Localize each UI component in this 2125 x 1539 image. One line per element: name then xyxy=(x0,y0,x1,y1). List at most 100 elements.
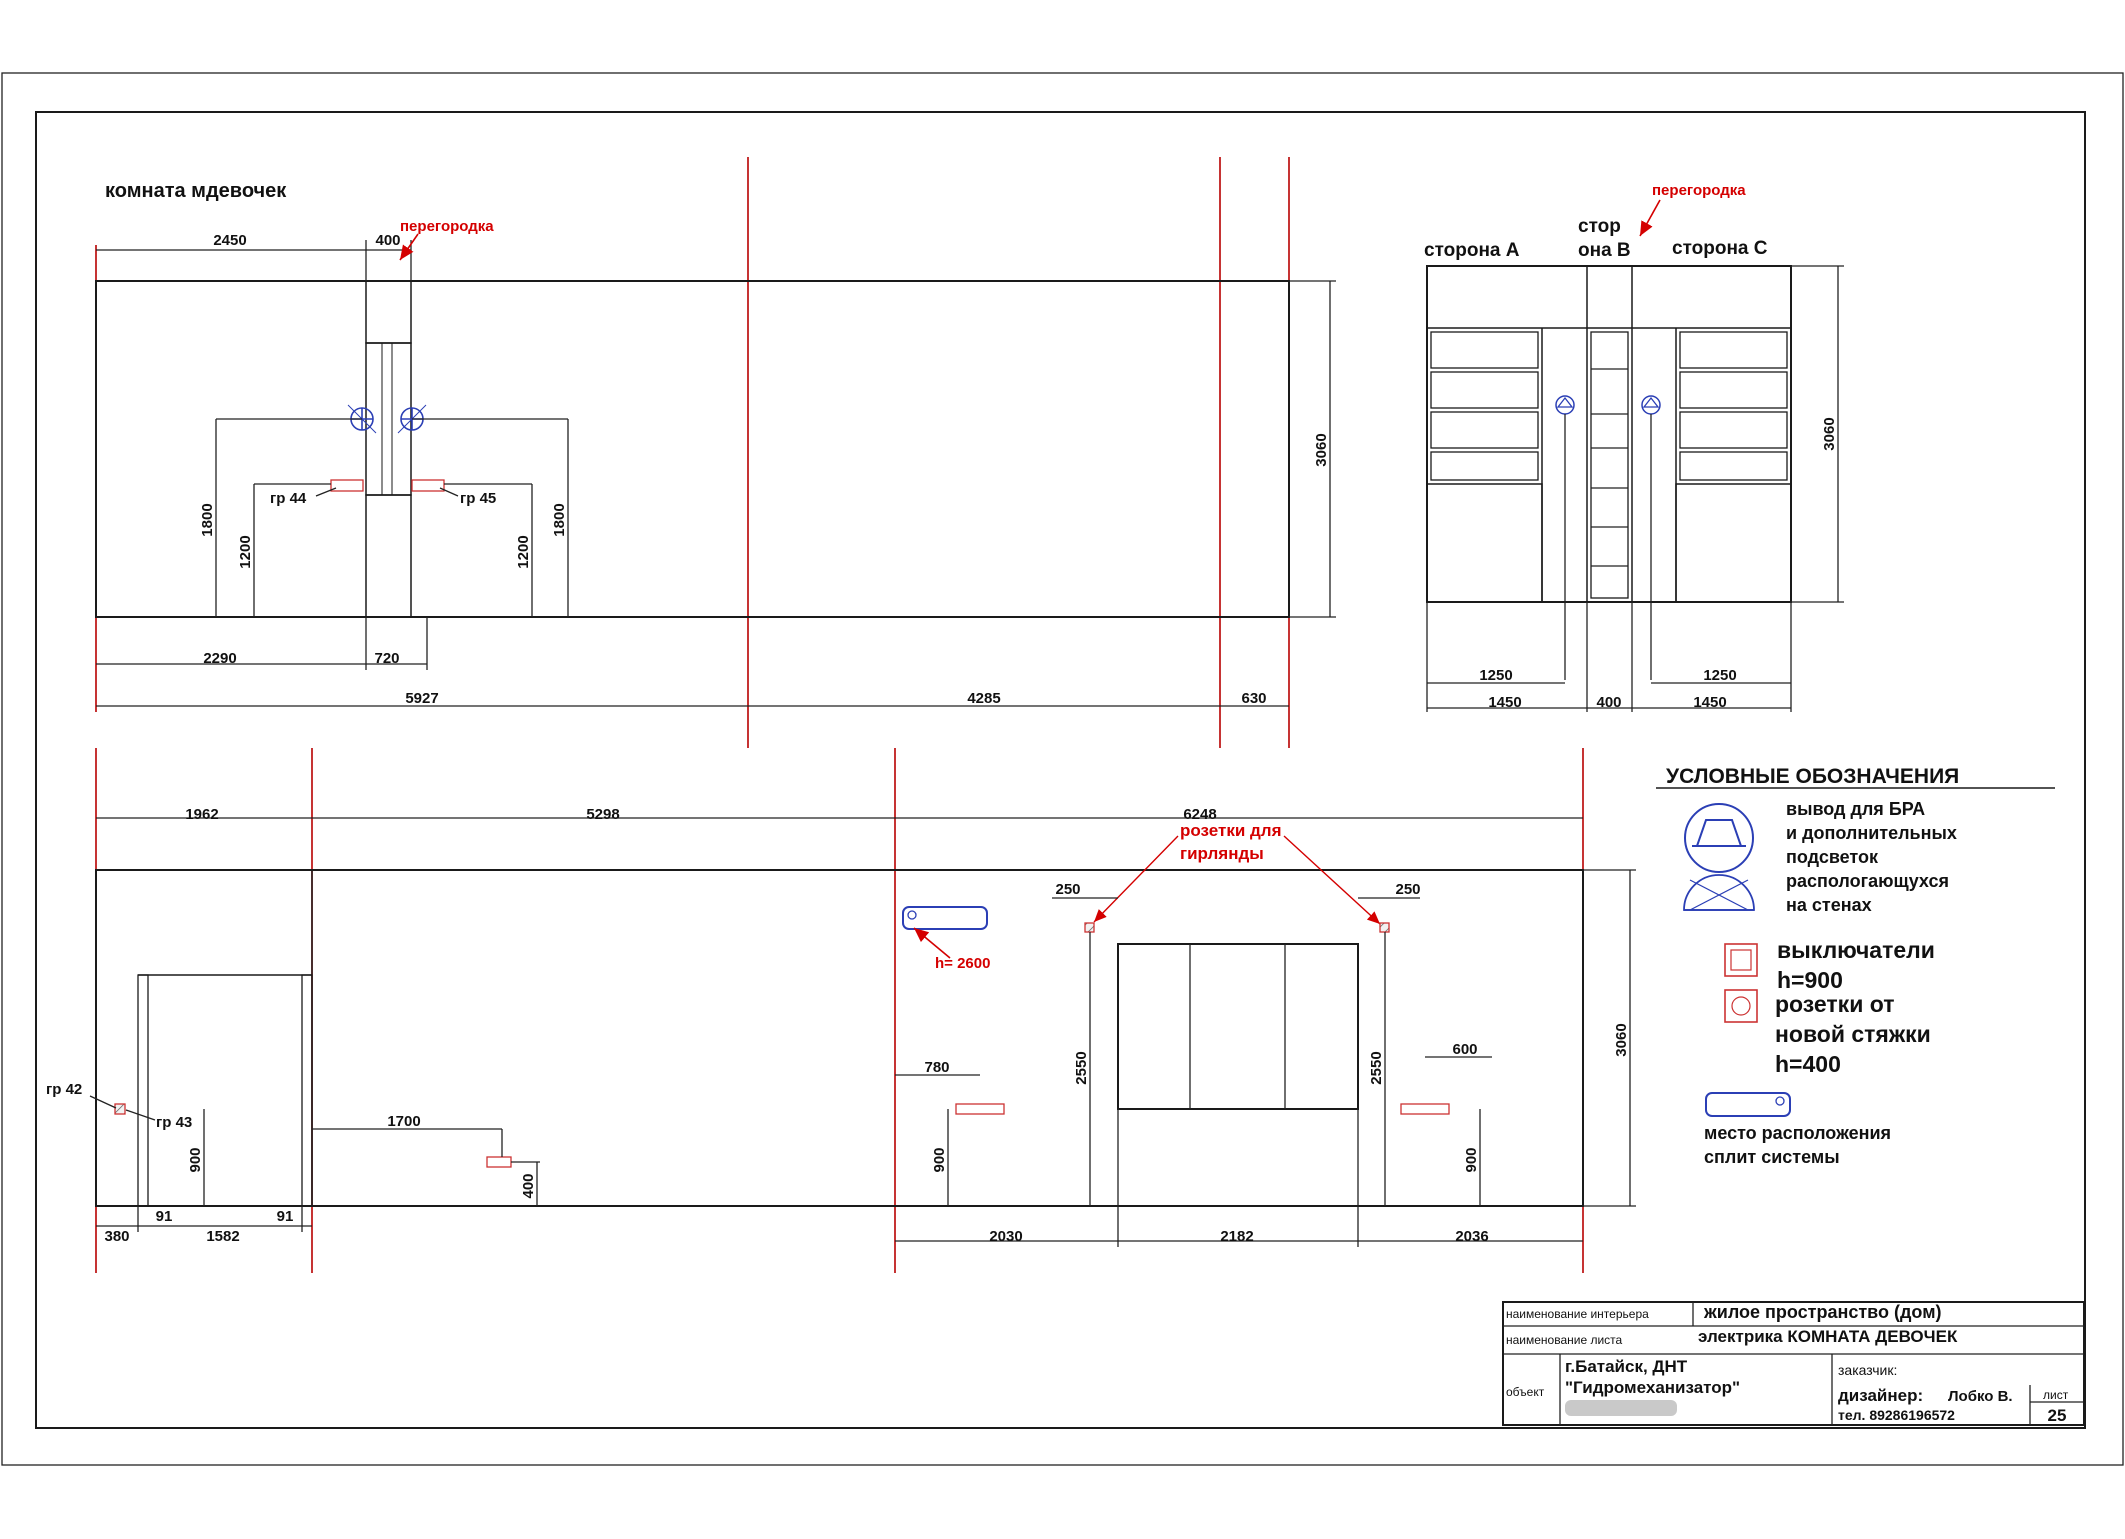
dim-label: 250 xyxy=(1395,881,1420,898)
dim-label: 2550 xyxy=(1073,1051,1090,1084)
dim-label: 3060 xyxy=(1313,433,1330,466)
dim-label: 1800 xyxy=(551,503,568,536)
shelf xyxy=(1430,411,1539,449)
dim-label: 380 xyxy=(104,1228,129,1245)
bra-legend-icon xyxy=(1683,803,1755,911)
dim-label: 1450 xyxy=(1488,694,1521,711)
shelf xyxy=(1679,331,1788,369)
leader-arrow xyxy=(1639,199,1661,237)
leader-arrow xyxy=(1283,835,1381,925)
object-line: "Гидромеханизатор" xyxy=(1565,1378,1740,1397)
dim-label: 1962 xyxy=(185,806,218,823)
sheet-inner-frame xyxy=(35,111,2086,1429)
narrow-shelf-column xyxy=(1590,331,1629,599)
leader-line xyxy=(89,1095,117,1109)
side-label: стор xyxy=(1578,216,1621,237)
partition-label: перегородка xyxy=(1652,182,1746,199)
leader-arrow xyxy=(399,233,419,261)
leader-line xyxy=(315,487,337,497)
legend-switch-height: h=900 xyxy=(1777,967,1843,993)
elevation-top: комната мдевочек xyxy=(95,157,1336,748)
dim-label: 2182 xyxy=(1220,1228,1253,1245)
legend-bra-text: на стенах xyxy=(1786,895,1872,915)
switch-legend-icon xyxy=(1724,943,1758,977)
group-label: гр 43 xyxy=(156,1114,192,1131)
leader-arrow xyxy=(913,927,951,959)
socket-legend-icon xyxy=(1724,989,1758,1023)
designer-phone: тел. 89286196572 xyxy=(1838,1407,1955,1423)
legend-split-text: место расположения xyxy=(1704,1123,1891,1143)
group-label: гр 42 xyxy=(46,1081,82,1098)
legend: УСЛОВНЫЕ ОБОЗНАЧЕНИЯ вывод для БРА и доп… xyxy=(1656,765,2055,1167)
dim-label: 1800 xyxy=(199,503,216,536)
legend-switch-text: выключатели xyxy=(1777,937,1935,963)
split-ac-indicator xyxy=(907,910,917,920)
leader-line xyxy=(439,487,459,497)
dim-label: 91 xyxy=(277,1208,294,1225)
object-line: г.Батайск, ДНТ xyxy=(1565,1357,1688,1376)
legend-socket-text: розетки от xyxy=(1775,991,1894,1017)
object-label: объект xyxy=(1506,1385,1545,1399)
dim-label: 6248 xyxy=(1183,806,1216,823)
legend-bra-text: подсветок xyxy=(1786,847,1879,867)
garland-socket-icon xyxy=(1084,922,1095,933)
shelf xyxy=(1430,331,1539,369)
dim-label: 1200 xyxy=(237,535,254,568)
shelf xyxy=(1430,451,1539,481)
title-block-frame xyxy=(1502,1301,2085,1426)
legend-title: УСЛОВНЫЕ ОБОЗНАЧЕНИЯ xyxy=(1666,765,1959,788)
interior-label: наименование интерьера xyxy=(1506,1307,1649,1321)
leader-line xyxy=(125,1109,156,1121)
dim-label: 91 xyxy=(156,1208,173,1225)
legend-socket-text: новой стяжки xyxy=(1775,1021,1931,1047)
dim-label: 1450 xyxy=(1693,694,1726,711)
dim-label: 4285 xyxy=(967,690,1000,707)
legend-bra-text: вывод для БРА xyxy=(1786,799,1925,819)
dim-label: 3060 xyxy=(1821,417,1838,450)
designer-label: дизайнер: xyxy=(1838,1386,1923,1405)
dim-label: 720 xyxy=(374,650,399,667)
elevation-bottom: 1962 5298 6248 h= 2600 розетки для гирля… xyxy=(46,748,1636,1273)
split-ac-icon xyxy=(902,906,988,930)
customer-label: заказчик: xyxy=(1838,1362,1897,1378)
redacted-block xyxy=(1565,1400,1677,1416)
dim-label: 2550 xyxy=(1368,1051,1385,1084)
dim-label: 5927 xyxy=(405,690,438,707)
sheet-name-value: электрика КОМНАТА ДЕВОЧЕК xyxy=(1698,1327,1958,1346)
dim-label: 1700 xyxy=(387,1113,420,1130)
ac-height-label: h= 2600 xyxy=(935,955,990,972)
dim-label: 2450 xyxy=(213,232,246,249)
section-top-hatch xyxy=(1426,265,1792,329)
dim-label: 250 xyxy=(1055,881,1080,898)
partition-stud xyxy=(381,342,393,496)
partition-lower xyxy=(365,494,412,618)
split-legend-indicator xyxy=(1775,1096,1785,1106)
switch-legend-icon-inner xyxy=(1730,949,1752,971)
socket-group-icon xyxy=(486,1156,512,1168)
designer-name: Лобко В. xyxy=(1948,1388,2013,1405)
side-label: она В xyxy=(1578,240,1631,261)
shelf xyxy=(1430,371,1539,409)
dim-label: 400 xyxy=(520,1173,537,1198)
socket-group-icon xyxy=(411,479,445,492)
shelf xyxy=(1679,371,1788,409)
switch-icon xyxy=(114,1103,126,1115)
dim-label: 2030 xyxy=(989,1228,1022,1245)
window xyxy=(1117,943,1359,1110)
sheet-number: 25 xyxy=(2048,1406,2067,1425)
sheet-name-label: наименование листа xyxy=(1506,1333,1623,1347)
wardrobe-section: сторона А стор она В сторона С перегород… xyxy=(1424,182,1844,712)
dim-label: 1250 xyxy=(1703,667,1736,684)
garland-label: гирлянды xyxy=(1180,844,1264,863)
group-label: гр 44 xyxy=(270,490,307,507)
dim-label: 1582 xyxy=(206,1228,239,1245)
wall-elevation-2 xyxy=(95,869,1584,1207)
dim-label: 2036 xyxy=(1455,1228,1488,1245)
garland-label: розетки для xyxy=(1180,821,1282,840)
dim-label: 3060 xyxy=(1613,1023,1630,1056)
title-block: наименование интерьера жилое пространств… xyxy=(1502,1301,2085,1426)
sheet-outer-frame xyxy=(1,72,2124,1466)
legend-bra-text: и дополнительных xyxy=(1786,823,1957,843)
partition-upper xyxy=(365,280,412,344)
dim-label: 400 xyxy=(375,232,400,249)
